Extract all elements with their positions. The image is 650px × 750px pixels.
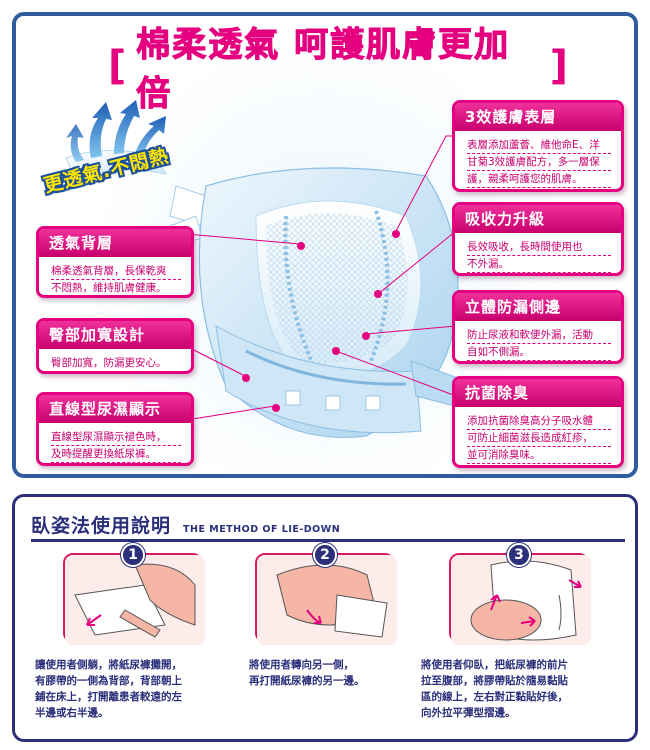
card-body: 防止尿液和軟便外漏，活動 自如不側漏。 [455,321,621,361]
step-3-illustration: 3 [449,543,591,645]
usage-header: 臥姿法使用說明 THE METHOD OF LIE-DOWN [31,511,340,538]
card-body-line: 長效吸收，長時間使用也 [467,239,611,256]
step-text-line: 再打開紙尿褲的另一邊。 [249,675,365,687]
card-body-line: 甘菊3效護膚配方，多一層保 [467,154,611,171]
card-leak-guard: 立體防漏側邊 防止尿液和軟便外漏，活動 自如不側漏。 [452,290,624,364]
usage-panel: 臥姿法使用說明 THE METHOD OF LIE-DOWN 1 2 [12,494,638,742]
usage-divider [31,539,625,542]
step-1-drawing [65,555,205,645]
card-title: 吸收力升級 [455,205,621,233]
card-body-line: 臀部加寬，防漏更安心。 [51,355,181,371]
headline-bracket-right: ] [549,43,568,89]
card-absorbency: 吸收力升級 長效吸收，長時間使用也 不外漏。 [452,202,624,276]
step-3-drawing [451,555,591,645]
card-body-line: 自如不側漏。 [467,344,611,361]
usage-subtitle: THE METHOD OF LIE-DOWN [183,524,341,535]
step-text-line: 半邊或右半邊。 [35,707,109,719]
step-1-illustration: 1 [63,543,205,645]
card-antibacterial: 抗菌除臭 添加抗菌除臭高分子吸水體 可防止細菌滋長造成紅疹， 並可消除臭味。 [452,376,624,468]
step-text-line: 拉至腹部，將膠帶貼於隨易黏貼 [421,675,568,687]
card-body-line: 棉柔透氣背層，長保乾爽 [51,263,181,280]
step-2-illustration: 2 [255,543,397,645]
card-title: 3效護膚表層 [455,103,621,131]
step-number: 2 [313,543,337,567]
card-body-line: 護，親柔呵護您的肌膚。 [467,171,611,188]
card-body-line: 不外漏。 [467,256,611,273]
step-number: 1 [121,543,145,567]
card-breathable-back: 透氣背層 棉柔透氣背層，長保乾爽 不悶熱，維持肌膚健康。 [36,226,194,298]
step-text-line: 將使用者轉向另一側， [249,659,354,671]
card-body-line: 防止尿液和軟便外漏，活動 [467,327,611,344]
step-1-description: 讓使用者側躺，將紙尿褲攤開， 有膠帶的一側為背部，背部朝上 鋪在床上，打開離患者… [35,657,235,721]
step-text-line: 向外拉平彈型摺邊。 [421,707,516,719]
headline-bracket-left: [ [108,43,127,89]
card-body: 表層添加蘆薈、維他命E、洋 甘菊3效護膚配方，多一層保 護，親柔呵護您的肌膚。 [455,131,621,189]
step-2-drawing [257,555,397,645]
breathable-arrows-icon [65,100,167,179]
card-title: 抗菌除臭 [455,379,621,407]
card-title: 透氣背層 [39,229,191,257]
card-body-line: 直線型尿濕顯示褪色時， [51,429,181,446]
step-text-line: 有膠帶的一側為背部，背部朝上 [35,675,182,687]
card-body-line: 可防止細菌滋長造成紅疹， [467,430,611,447]
step-text-line: 鋪在床上，打開離患者較遠的左 [35,691,182,703]
card-body-line: 添加抗菌除臭高分子吸水體 [467,413,611,430]
card-body-line: 表層添加蘆薈、維他命E、洋 [467,137,611,154]
card-body: 直線型尿濕顯示褪色時， 及時提醒更換紙尿褲。 [39,423,191,463]
headline: [ 棉柔透氣 呵護肌膚更加倍 ] [108,25,568,115]
step-number: 3 [507,543,531,567]
card-body: 棉柔透氣背層，長保乾爽 不悶熱，維持肌膚健康。 [39,257,191,295]
card-skin-care-layer: 3效護膚表層 表層添加蘆薈、維他命E、洋 甘菊3效護膚配方，多一層保 護，親柔呵… [452,100,624,192]
headline-text: 棉柔透氣 呵護肌膚更加倍 [136,25,511,115]
step-text-line: 將使用者仰臥，把紙尿褲的前片 [421,659,568,671]
card-title: 直線型尿濕顯示 [39,395,191,423]
step-text-line: 區的線上，左右對正黏貼好後， [421,691,568,703]
features-panel: [ 棉柔透氣 呵護肌膚更加倍 ] 更透氣.不悶熱 [12,12,638,478]
card-title: 臀部加寬設計 [39,321,191,349]
step-text-line: 讓使用者側躺，將紙尿褲攤開， [35,659,182,671]
card-body: 添加抗菌除臭高分子吸水體 可防止細菌滋長造成紅疹， 並可消除臭味。 [455,407,621,465]
card-body: 長效吸收，長時間使用也 不外漏。 [455,233,621,273]
card-wetness-indicator: 直線型尿濕顯示 直線型尿濕顯示褪色時， 及時提醒更換紙尿褲。 [36,392,194,466]
card-title: 立體防漏側邊 [455,293,621,321]
usage-title: 臥姿法使用說明 [31,515,172,537]
card-wide-hip: 臀部加寬設計 臀部加寬，防漏更安心。 [36,318,194,374]
card-body: 臀部加寬，防漏更安心。 [39,349,191,371]
diaper-illustration [169,167,467,439]
card-body-line: 並可消除臭味。 [467,447,611,464]
step-3-description: 將使用者仰臥，把紙尿褲的前片 拉至腹部，將膠帶貼於隨易黏貼 區的線上，左右對正黏… [421,657,631,721]
card-body-line: 及時提醒更換紙尿褲。 [51,446,181,463]
step-2-description: 將使用者轉向另一側， 再打開紙尿褲的另一邊。 [249,657,419,689]
card-body-line: 不悶熱，維持肌膚健康。 [51,280,181,295]
